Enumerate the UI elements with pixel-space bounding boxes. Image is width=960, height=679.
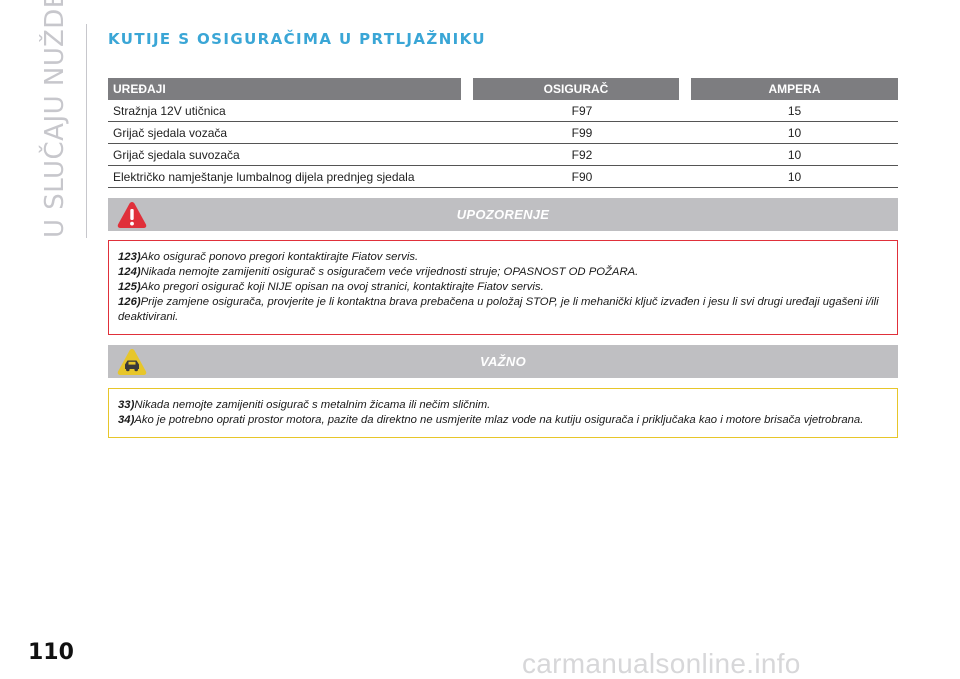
note-number: 123) bbox=[118, 251, 141, 263]
important-notes-box: 33)Nikada nemojte zamijeniti osigurač s … bbox=[108, 388, 898, 438]
warning-notes-box: 123)Ako osigurač ponovo pregori kontakti… bbox=[108, 240, 898, 335]
page-heading: KUTIJE S OSIGURAČIMA U PRTLJAŽNIKU bbox=[108, 30, 486, 48]
cell-fuse: F97 bbox=[571, 103, 593, 118]
note-text: Prije zamjene osigurača, provjerite je l… bbox=[118, 296, 879, 323]
note-number: 126) bbox=[118, 296, 141, 308]
table-header: UREĐAJI OSIGURAČ AMPERA bbox=[108, 78, 898, 100]
note-text: Ako pregori osigurač koji NIJE opisan na… bbox=[140, 281, 544, 293]
table-row: Grijač sjedala vozača F99 10 bbox=[108, 122, 898, 144]
car-caution-icon bbox=[117, 349, 147, 375]
note-number: 33) bbox=[118, 399, 135, 411]
section-title: U SLUČAJU NUŽDE bbox=[40, 0, 70, 238]
table-row: Grijač sjedala suvozača F92 10 bbox=[108, 144, 898, 166]
cell-amperes: 15 bbox=[787, 103, 802, 118]
cell-amperes: 10 bbox=[787, 169, 802, 184]
important-note: 34)Ako je potrebno oprati prostor motora… bbox=[118, 413, 888, 428]
note-number: 34) bbox=[118, 414, 135, 426]
warning-note: 125)Ako pregori osigurač koji NIJE opisa… bbox=[118, 280, 888, 295]
warning-note: 123)Ako osigurač ponovo pregori kontakti… bbox=[118, 250, 888, 265]
important-title: VAŽNO bbox=[479, 354, 527, 369]
cell-device: Električko namještanje lumbalnog dijela … bbox=[113, 169, 415, 184]
note-text: Ako je potrebno oprati prostor motora, p… bbox=[134, 414, 864, 426]
header-amperes: AMPERA bbox=[691, 78, 898, 100]
cell-amperes: 10 bbox=[787, 147, 802, 162]
important-note: 33)Nikada nemojte zamijeniti osigurač s … bbox=[118, 398, 888, 413]
warning-note: 124)Nikada nemojte zamijeniti osigurač s… bbox=[118, 265, 888, 280]
table-row: Stražnja 12V utičnica F97 15 bbox=[108, 100, 898, 122]
cell-fuse: F92 bbox=[571, 147, 593, 162]
note-number: 124) bbox=[118, 266, 141, 278]
important-banner: VAŽNO bbox=[108, 345, 898, 378]
cell-fuse: F99 bbox=[571, 125, 593, 140]
cell-device: Grijač sjedala vozača bbox=[113, 125, 228, 140]
header-devices: UREĐAJI bbox=[108, 78, 461, 100]
cell-device: Stražnja 12V utičnica bbox=[113, 103, 226, 118]
cell-fuse: F90 bbox=[571, 169, 593, 184]
warning-note: 126)Prije zamjene osigurača, provjerite … bbox=[118, 295, 888, 325]
cell-device: Grijač sjedala suvozača bbox=[113, 147, 240, 162]
note-text: Nikada nemojte zamijeniti osigurač s osi… bbox=[140, 266, 639, 278]
page-number: 110 bbox=[28, 640, 74, 665]
section-divider bbox=[86, 24, 87, 238]
warning-title: UPOZORENJE bbox=[456, 207, 550, 222]
cell-amperes: 10 bbox=[787, 125, 802, 140]
header-fuse: OSIGURAČ bbox=[473, 78, 679, 100]
note-text: Ako osigurač ponovo pregori kontaktirajt… bbox=[140, 251, 419, 263]
table-row: Električko namještanje lumbalnog dijela … bbox=[108, 166, 898, 188]
fuse-table: UREĐAJI OSIGURAČ AMPERA Stražnja 12V uti… bbox=[108, 78, 898, 188]
watermark: carmanualsonline.info bbox=[522, 648, 801, 679]
note-text: Nikada nemojte zamijeniti osigurač s met… bbox=[134, 399, 491, 411]
warning-triangle-icon bbox=[117, 202, 147, 228]
note-number: 125) bbox=[118, 281, 141, 293]
warning-banner: UPOZORENJE bbox=[108, 198, 898, 231]
